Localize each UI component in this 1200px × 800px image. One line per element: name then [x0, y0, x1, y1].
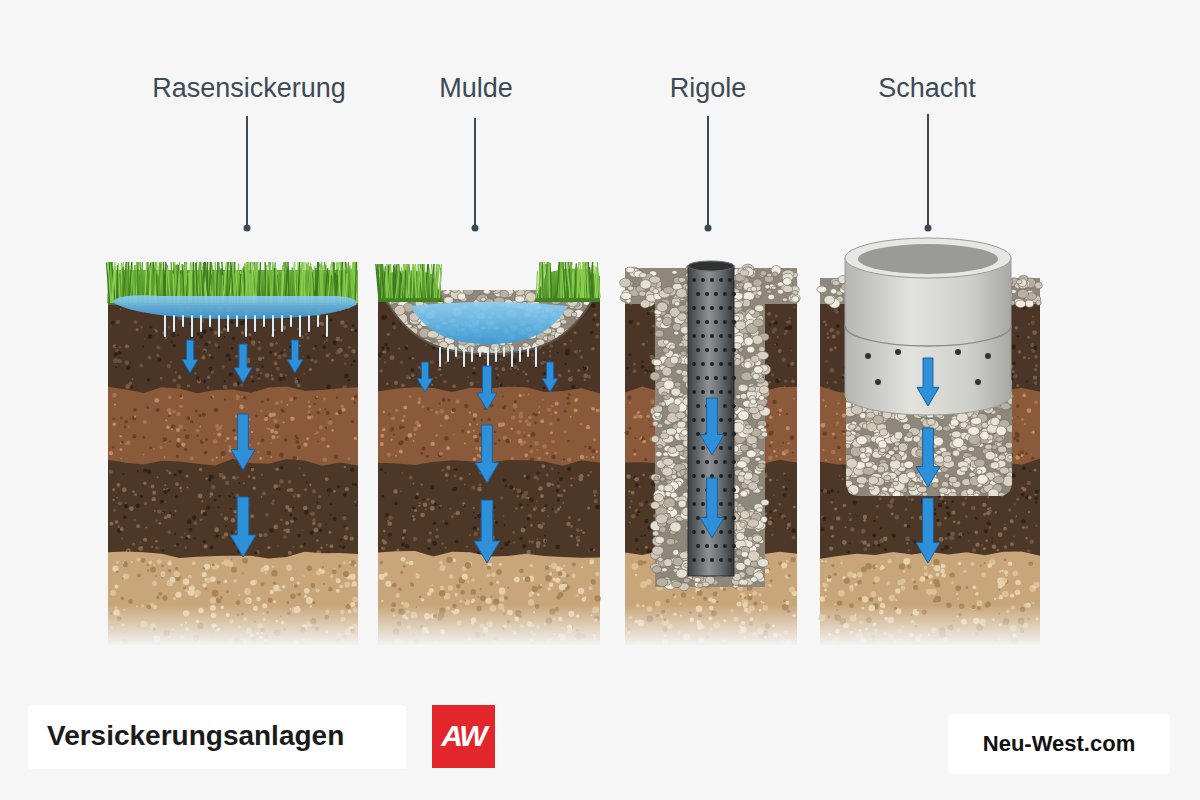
stage: RasensickerungMuldeRigoleSchacht Versick…: [0, 0, 1200, 800]
